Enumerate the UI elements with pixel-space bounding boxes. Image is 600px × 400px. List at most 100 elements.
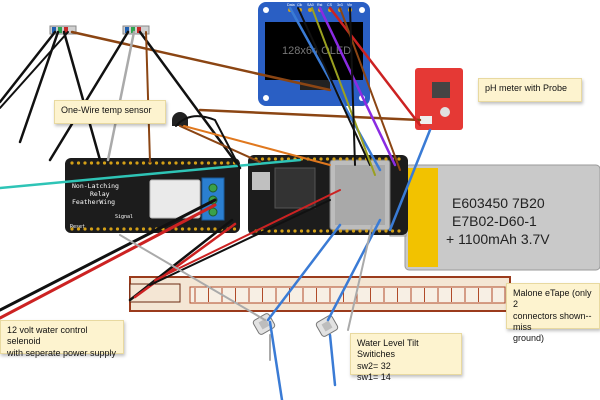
featherwing-pin xyxy=(141,161,146,165)
mcu-pin xyxy=(306,229,310,233)
mcu-pin xyxy=(358,157,362,161)
featherwing-pin xyxy=(135,161,139,165)
mcu-pin xyxy=(273,229,278,233)
featherwing-pin xyxy=(102,161,107,165)
note-selenoid-text: 12 volt water control selenoid with sepe… xyxy=(7,325,117,358)
note-temp-sensor: One-Wire temp sensor xyxy=(54,100,166,124)
oled-pin-label: SA0 xyxy=(307,3,314,7)
mcu-pin xyxy=(319,229,323,233)
battery-label-line3: + 1100mAh 3.7V xyxy=(446,231,550,247)
note-ph-meter-text: pH meter with Probe xyxy=(485,83,568,93)
etape-sensor xyxy=(129,276,511,312)
featherwing-pin xyxy=(96,161,100,165)
temp-sensor-icon xyxy=(172,112,188,126)
featherwing-pin xyxy=(206,161,211,165)
note-ph-meter: pH meter with Probe xyxy=(478,78,582,102)
featherwing-pin xyxy=(154,161,159,165)
mcu-pin xyxy=(384,229,388,233)
featherwing-pin xyxy=(180,227,185,231)
mcu-pin xyxy=(358,229,362,233)
featherwing-label-line3: FeatherWing xyxy=(72,198,115,206)
featherwing-pin xyxy=(122,161,126,165)
featherwing-pin xyxy=(174,161,178,165)
battery-label-line1: E603450 7B20 xyxy=(452,195,545,211)
mcu-pin xyxy=(260,157,265,161)
featherwing-signal-label: Signal xyxy=(115,214,133,220)
oled-pin-label: Rst xyxy=(317,3,322,7)
mcu-pin xyxy=(377,157,382,161)
mcu-pin xyxy=(332,157,336,161)
featherwing-reset-label: Reset xyxy=(70,224,85,230)
featherwing-pin xyxy=(213,161,217,165)
sensor-connector-1 xyxy=(49,25,77,35)
featherwing-pin xyxy=(174,227,178,231)
featherwing-pin xyxy=(89,161,94,165)
mcu-pin xyxy=(338,229,343,233)
featherwing-pin xyxy=(96,227,100,231)
featherwing-pin xyxy=(193,161,198,165)
note-selenoid: 12 volt water control selenoid with sepe… xyxy=(0,320,124,358)
oled-pin-label: 3v3 xyxy=(337,3,343,7)
featherwing-pin xyxy=(76,161,81,165)
note-tilt-title: Water Level Tilt Switiches xyxy=(357,338,422,360)
featherwing-pin xyxy=(135,227,139,231)
note-tilt-sw1: sw1= 14 xyxy=(357,371,391,382)
mcu-pin xyxy=(280,229,284,233)
featherwing-pin xyxy=(109,161,113,165)
sensor-connector-2 xyxy=(122,25,150,35)
featherwing-pin xyxy=(200,161,204,165)
featherwing-pin xyxy=(83,227,87,231)
featherwing-pin xyxy=(109,227,113,231)
ph-meter-board xyxy=(415,68,463,130)
featherwing-pin xyxy=(187,227,191,231)
mcu-pin xyxy=(280,157,284,161)
mcu-pin xyxy=(397,157,401,161)
featherwing-pin xyxy=(141,227,146,231)
featherwing-pin xyxy=(115,161,120,165)
mcu-pin xyxy=(390,229,395,233)
featherwing-pin xyxy=(219,161,224,165)
oled-pin-label: Clk xyxy=(297,3,302,7)
battery-label-line2: E7B02-D60-1 xyxy=(452,213,537,229)
oled-label: 128x64 OLED xyxy=(282,45,351,57)
featherwing-pin xyxy=(161,161,165,165)
featherwing-pin xyxy=(89,227,94,231)
mcu-pin xyxy=(351,229,356,233)
featherwing-pin xyxy=(213,227,217,231)
tilt-switch-2 xyxy=(315,315,339,337)
mcu-pin xyxy=(345,157,349,161)
mcu-pin xyxy=(325,157,330,161)
note-etape-text: Malone eTape (only 2 connectors shown--m… xyxy=(513,288,592,343)
featherwing-pin xyxy=(226,161,230,165)
featherwing-pin xyxy=(187,161,191,165)
mcu-pin xyxy=(319,157,323,161)
mcu-pin xyxy=(384,157,388,161)
featherwing-label-line1: Non-Latching xyxy=(72,182,119,190)
featherwing-pin xyxy=(200,227,204,231)
note-tilt-sw2: sw2= 32 xyxy=(357,360,391,371)
featherwing-pin xyxy=(193,227,198,231)
mcu-pin xyxy=(286,229,291,233)
mcu-pin xyxy=(267,157,271,161)
oled-pin-label: CS xyxy=(327,3,333,7)
featherwing-pin xyxy=(128,161,133,165)
featherwing-pin xyxy=(128,227,133,231)
featherwing-pin xyxy=(83,161,87,165)
featherwing-pin xyxy=(115,227,120,231)
featherwing-pin xyxy=(232,227,237,231)
featherwing-pin xyxy=(70,161,74,165)
oled-pin xyxy=(308,8,312,12)
mcu-pin xyxy=(293,229,297,233)
etape-ticks xyxy=(194,288,493,302)
featherwing-pin xyxy=(167,161,172,165)
note-temp-sensor-text: One-Wire temp sensor xyxy=(61,105,152,115)
featherwing-pin xyxy=(148,227,152,231)
mcu-pin xyxy=(299,229,304,233)
oled-pin-label: Data xyxy=(287,3,295,7)
featherwing-pin xyxy=(122,227,126,231)
note-etape: Malone eTape (only 2 connectors shown--m… xyxy=(506,283,600,343)
mcu-pin xyxy=(397,229,401,233)
featherwing-pin xyxy=(76,227,81,231)
mcu-pin xyxy=(312,229,317,233)
